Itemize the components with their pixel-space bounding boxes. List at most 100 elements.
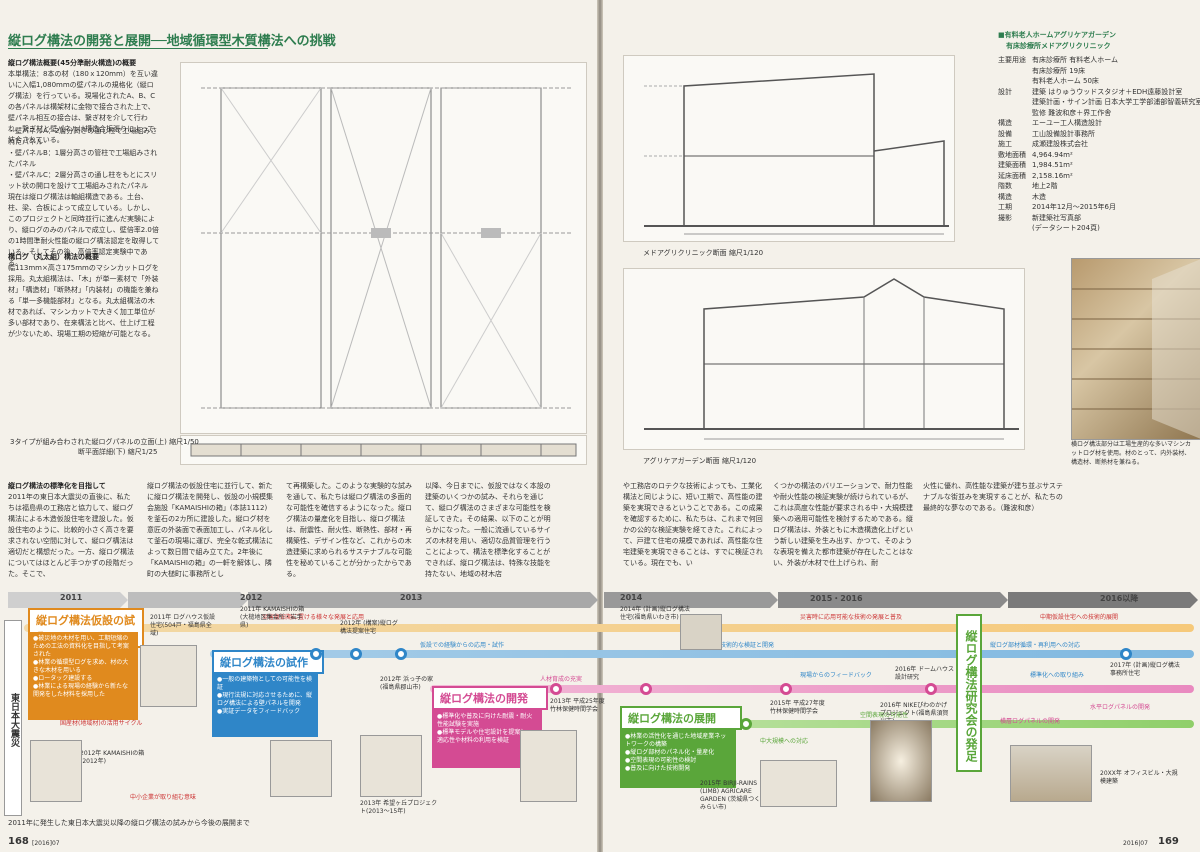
- info-value: 建築計画・サイン計画 日本大学工学部浦部智義研究室: [1032, 98, 1200, 106]
- milestone-dot: [1120, 648, 1132, 660]
- info-value: 有床診療所 有料老人ホーム: [1032, 56, 1119, 64]
- milestone-dot: [550, 683, 562, 695]
- label-large-scale: 中大規模への対応: [760, 738, 809, 745]
- year-band-arrows: [8, 592, 1198, 608]
- section1-tail: 現在は縦ログ構法は軸組構造である。土台、柱、梁、合板によって成立している。しかし…: [8, 193, 160, 267]
- milestone-dot: [640, 683, 652, 695]
- left-body-col2: 縦ログ構法の仮設住宅に並行して、新たに縦ログ構法を開発し、仮設の小規模集会施設「…: [147, 482, 273, 578]
- label-trial-application: 仮設での経験からの応用・試作: [420, 642, 505, 649]
- info-label: 撮影: [998, 213, 1012, 222]
- event-2013-society: 2013年 平成25年度竹林保健時間学会: [550, 698, 605, 713]
- milestone-dot: [740, 718, 752, 730]
- event-2016-dome: 2016年 ドームハウス設計研究: [895, 666, 954, 681]
- info-label: 構造: [998, 192, 1012, 201]
- info-value: 4,964.94m²: [1032, 150, 1073, 159]
- plan-detail-lines: [190, 443, 577, 457]
- info-label: 主要用途: [998, 56, 1026, 64]
- info-value: 有料老人ホーム 50床: [1032, 77, 1099, 85]
- label-recycling: 縦ログ部材循環・再利用への対応: [990, 642, 1081, 649]
- event-2017-office: 2017年 (計画)縦ログ構法事務所住宅: [1110, 662, 1180, 677]
- elevation-lines: [201, 87, 571, 409]
- year-2012: 2012: [240, 593, 263, 602]
- event-2014-house: 2014年 (計画)縦ログ構法住宅(福島県いわき市): [620, 606, 690, 621]
- info-row: 構造エーユー工人構造設計: [998, 118, 1193, 129]
- info-label: 階数: [998, 182, 1012, 190]
- info-row: 構造 木造: [998, 192, 1193, 203]
- info-row: 設計 建築 はりゅうウッドスタジオ＋EDH遠藤設計室: [998, 87, 1193, 98]
- year-2015-2016: 2015・2016: [810, 594, 863, 603]
- agricare-section-drawing: [623, 268, 1025, 450]
- info-value: (データシート204頁): [1032, 224, 1100, 232]
- stream-pink: [430, 685, 1194, 693]
- info-row: 施工 成瀬建設株式会社: [998, 139, 1193, 150]
- kibougaoka-illustration: [360, 735, 422, 797]
- panel-caption: 3タイプが組み合わされた縦ログパネルの立面(上) 縮尺1/50: [10, 438, 199, 446]
- agricare-illustration: [760, 760, 837, 807]
- box3-title: 縦ログ構法の開発: [432, 686, 548, 710]
- plan-detail-drawing: [180, 435, 587, 465]
- page-number-left: 168: [8, 836, 29, 847]
- title-rule: [8, 48, 268, 49]
- info-value: 成瀬建設株式会社: [1032, 140, 1088, 148]
- right-body-col2: くつかの構法のバリエーションで、耐力性能や耐火性能の検証実験が続けられているが、…: [773, 482, 913, 567]
- info-label: 構造: [998, 119, 1012, 127]
- office-illustration: [1010, 745, 1092, 802]
- event-2012-kamaishi: 2012年 KAMAISHIの箱(2012年): [80, 750, 145, 765]
- label-disaster-tech: 災害時に応用可能な技術の発展と普及: [800, 614, 903, 621]
- year-2013: 2013: [400, 593, 423, 602]
- event-2012-hamakko: 2012年 浜っ子の家(福島県郡山市): [380, 676, 434, 691]
- milestone-dot: [925, 683, 937, 695]
- stream-blue: [210, 650, 1194, 658]
- info-value: 木造: [1032, 192, 1046, 201]
- project-name-2: 有床診療所メドアグリクリニック: [1006, 42, 1111, 50]
- log-house-illustration: [140, 645, 197, 707]
- box2-title: 縦ログ構法の試作: [212, 650, 324, 674]
- event-2013-kibougaoka: 2013年 希望ヶ丘プロジェクト(2013〜15年): [360, 800, 438, 815]
- earthquake-label: 東日本大震災: [4, 620, 22, 816]
- nike-photo: [870, 720, 932, 802]
- tree-illustration: [30, 740, 82, 802]
- event-2015-agricare: 2015年 BIRJI-RAINS (LIMB) AGRICARE GARDEN…: [700, 780, 767, 811]
- house-2014-illustration: [680, 614, 722, 650]
- page-issue-left: [2016]07: [32, 840, 60, 847]
- info-label: 施工: [998, 140, 1012, 148]
- info-label: 建築面積: [998, 161, 1026, 169]
- info-row: 建築面積 1,984.51m²: [998, 160, 1193, 171]
- label-layered-panel: 横層ログパネルの開発: [1000, 718, 1061, 725]
- left-body-col4: 以降、今日までに、仮設ではなく本設の建築のいくつかの試み、それらを通じて、縦ログ…: [425, 482, 551, 578]
- info-value: 1,984.51m²: [1032, 161, 1073, 169]
- label-spatial: 空間表現の可能性: [860, 712, 909, 719]
- label-standardization: 標準化への取り組み: [1030, 672, 1085, 679]
- info-value: 2014年12月〜2015年6月: [1032, 203, 1116, 211]
- info-value: 監修 難波和彦＋界工作舎: [1032, 108, 1112, 117]
- box4-bullets: ●林業の活性化を通じた地域産業ネットワークの構築 ●縦ログ部材のパネル化・量産化…: [620, 730, 736, 788]
- bullet-a: ・壁パネルA：2層分高さの通し柱で工場組みされたパネル: [8, 127, 158, 146]
- milestone-dot: [350, 648, 362, 660]
- event-20xx-building: 20XX年 オフィスビル・大規模建築: [1100, 770, 1178, 785]
- panel-elevation-drawing: [180, 62, 587, 434]
- interior-photo: [1071, 258, 1200, 440]
- info-label: 延床面積: [998, 171, 1026, 180]
- label-feedback: 現場からのフィードバック: [800, 672, 872, 679]
- agricare-section-caption: アグリケアガーデン断面 縮尺1/120: [643, 457, 757, 465]
- page-issue-right: 2016|07: [1123, 840, 1148, 847]
- info-row: 設備工山設備設計事務所: [998, 129, 1193, 140]
- left-body-col1: 2011年の東日本大震災の直後に、私たちは福島県の工務店と協力して、縦ログ構法に…: [8, 493, 134, 578]
- info-label: 設計: [998, 87, 1012, 96]
- stream-orange: [24, 624, 1194, 632]
- label-sme: 中小企業が取り組む意味: [130, 794, 197, 801]
- photo-texture: [1072, 259, 1200, 439]
- info-row: (データシート204頁): [998, 223, 1193, 234]
- page-number-right: 169: [1158, 836, 1179, 847]
- box2-bullets: ●一般の建築物としての可能性を検証 ●現行法規に対応させるために、縦ログ構法によ…: [212, 673, 318, 737]
- info-value: 地上2階: [1032, 182, 1058, 190]
- info-row: 有料老人ホーム 50床: [998, 76, 1193, 87]
- right-body-col3: 火性に優れ、高性能な建築が建ち並ぶサステナブルな街並みを実現することが、私たちの…: [923, 482, 1063, 512]
- info-value: 2,158.16m²: [1032, 171, 1073, 180]
- milestone-dot: [395, 648, 407, 660]
- section1-heading: 縦ログ構法概要(45分準耐火構造)の概要: [8, 59, 137, 67]
- info-value: 建築 はりゅうウッドスタジオ＋EDH遠藤設計室: [1032, 87, 1183, 96]
- info-label: 工期: [998, 203, 1012, 211]
